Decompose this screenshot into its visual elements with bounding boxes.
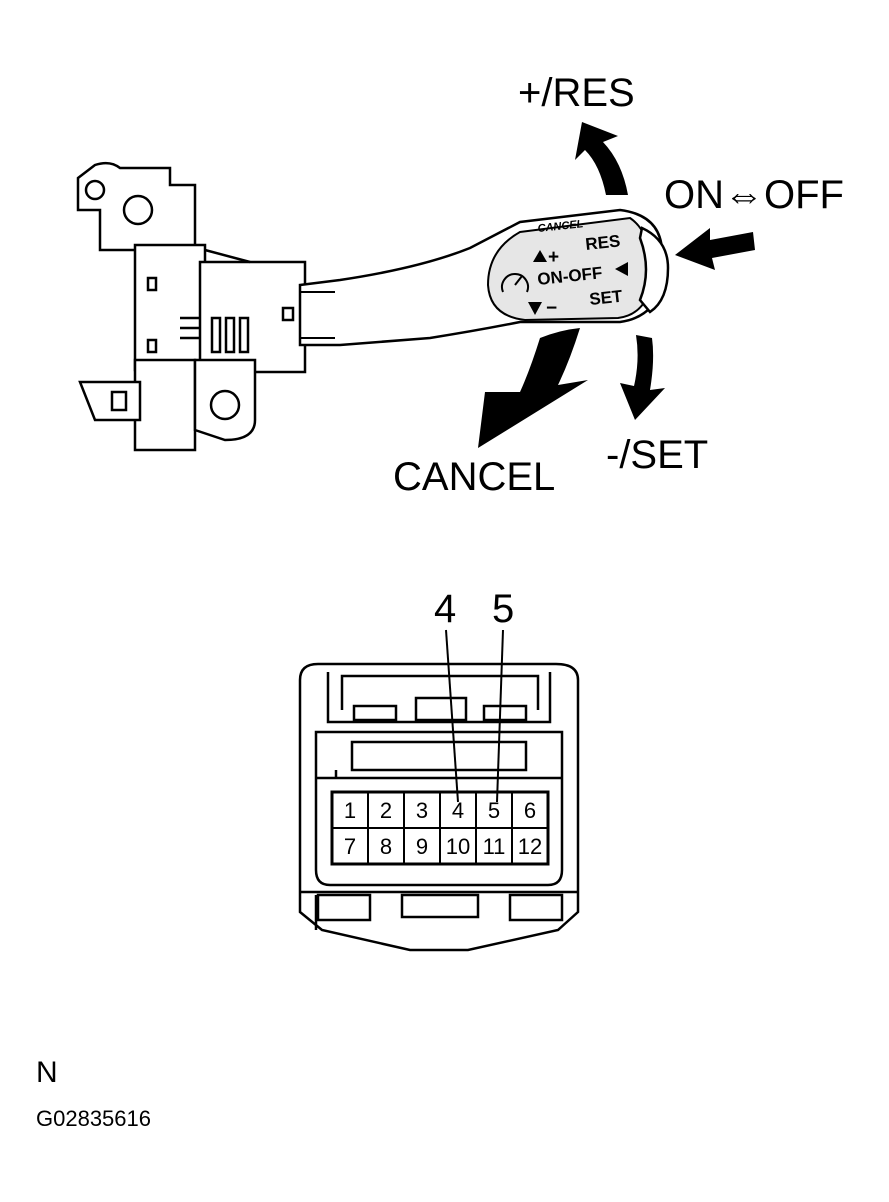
pin-label-5: 5 [488,798,500,823]
callout-4-line [445,629,459,803]
cancel-arrow-icon [478,328,588,448]
pin-label-9: 9 [416,834,428,859]
pin-cell [511,827,549,865]
callout-4: 4 [434,587,456,631]
left-triangle-icon [615,262,628,276]
figure-code: G02835616 [36,1106,151,1131]
lever-plus-text: + [548,247,559,268]
cancel-label: CANCEL [393,455,555,499]
down-triangle-icon [528,302,542,315]
onoff-label: ON⇔OFF [664,173,844,217]
pin-label-8: 8 [380,834,392,859]
callout-5-line [496,629,504,803]
orientation-letter: N [36,1056,58,1089]
pin-label-2: 2 [380,798,392,823]
set-label: -/SET [606,433,708,477]
pin-label-7: 7 [344,834,356,859]
callout-5: 5 [492,587,514,631]
cruise-lever: CANCEL + RES ON-OFF − SET [298,208,670,347]
connector-housing [298,662,580,952]
pin-callouts: 4 5 [434,587,514,803]
set-arrow-icon [620,335,665,420]
pin-label-11: 11 [483,834,506,859]
pin-label-10: 10 [446,834,470,859]
lever-cancel-text: CANCEL [537,218,584,235]
pin-label-3: 3 [416,798,428,823]
res-label: +/RES [518,71,635,115]
res-arrow-icon [575,122,628,195]
lever-set-text: SET [588,287,623,309]
switch-body [76,161,307,452]
pin-label-1: 1 [344,798,356,823]
pin-label-12: 12 [518,834,542,859]
lever-minus-text: − [546,298,557,319]
pin-label-6: 6 [524,798,536,823]
up-triangle-icon [533,250,547,262]
onoff-arrow-icon [675,228,755,270]
lever-res-text: RES [584,231,621,254]
cruise-control-icon [501,273,529,293]
pin-label-4: 4 [452,798,464,823]
